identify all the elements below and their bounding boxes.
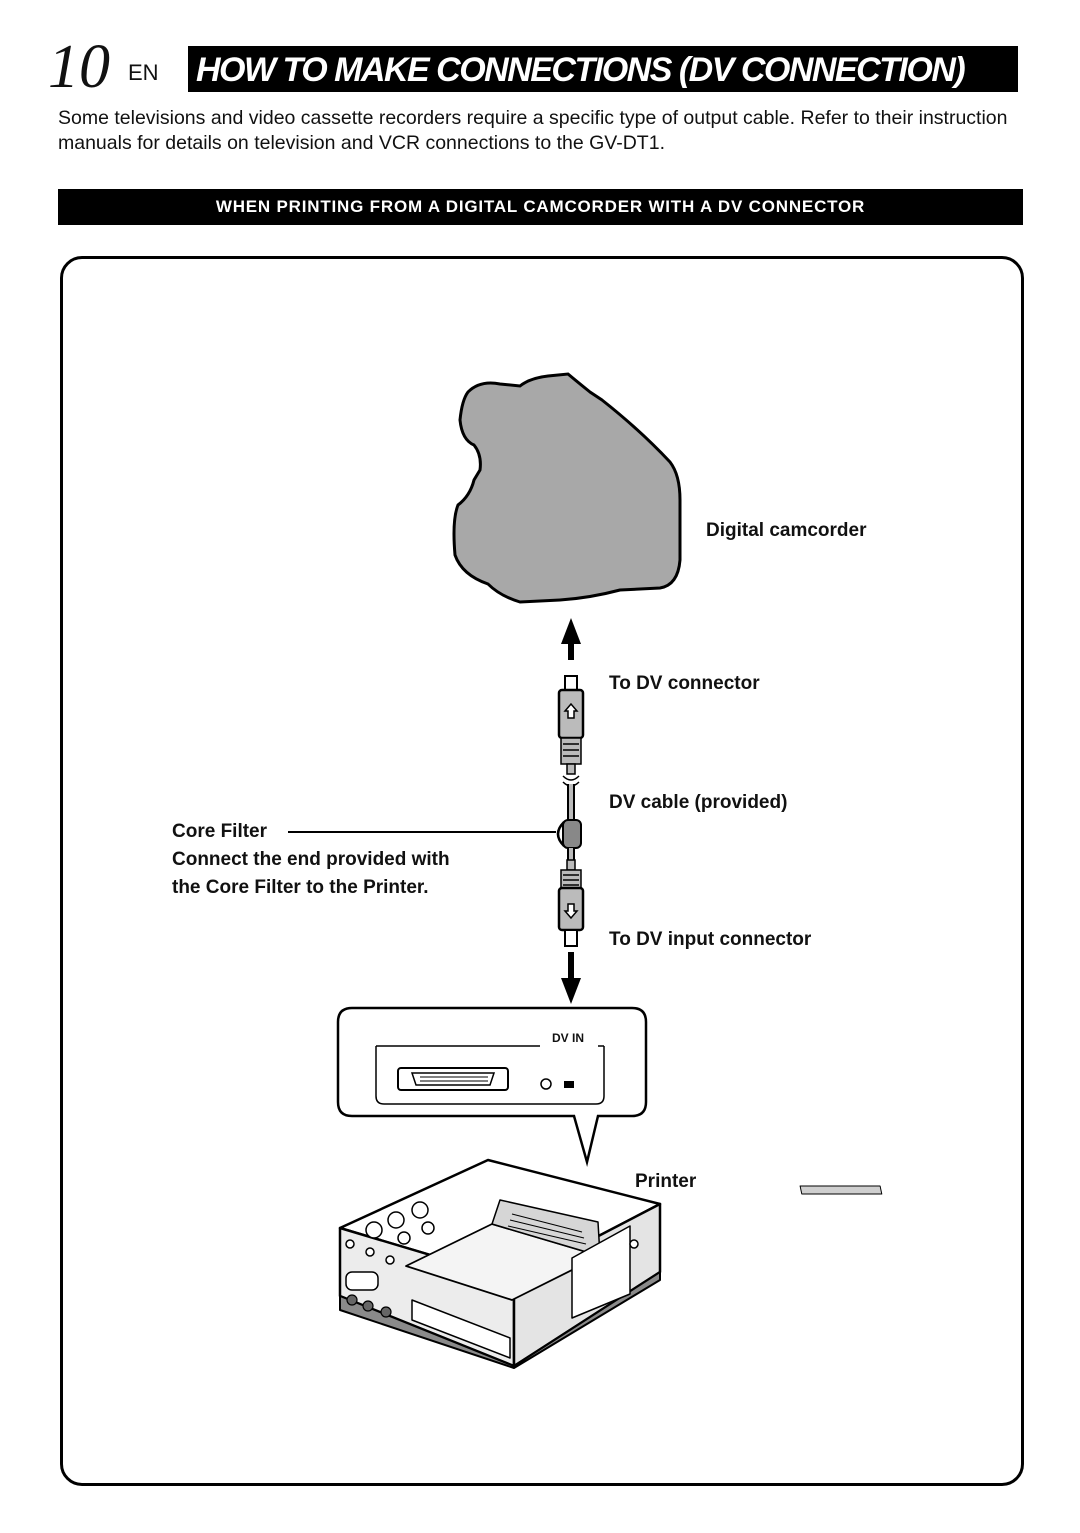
intro-paragraph: Some televisions and video cassette reco… <box>58 107 1008 154</box>
section-heading: WHEN PRINTING FROM A DIGITAL CAMCORDER W… <box>58 189 1023 225</box>
arrow-down-icon <box>561 978 581 1004</box>
page-number: 10 <box>48 33 110 101</box>
label-to-dv-connector: To DV connector <box>609 673 760 694</box>
camcorder-illustration <box>452 372 682 604</box>
indicator-lamp <box>540 1078 552 1090</box>
arrow-up-icon <box>561 618 581 644</box>
diagram-frame <box>60 256 1024 1486</box>
label-to-dv-input: To DV input connector <box>609 929 812 950</box>
label-dv-cable: DV cable (provided) <box>609 792 788 813</box>
label-core-filter: Core Filter <box>172 821 268 842</box>
up-icon <box>563 702 579 719</box>
label-camcorder: Digital camcorder <box>706 520 867 541</box>
label-dv-in-panel: DV IN <box>552 1031 585 1045</box>
language-code: EN <box>128 60 159 85</box>
core-filter-note: Connect the end provided with the Core F… <box>172 849 450 898</box>
down-icon <box>563 903 579 920</box>
indicator-square <box>564 1081 574 1088</box>
core-filter <box>562 819 582 849</box>
title-bar <box>188 46 1018 92</box>
label-printer: Printer <box>635 1171 697 1192</box>
page-title: HOW TO MAKE CONNECTIONS (DV CONNECTION) <box>196 51 966 89</box>
printer-illustration <box>338 1158 883 1369</box>
